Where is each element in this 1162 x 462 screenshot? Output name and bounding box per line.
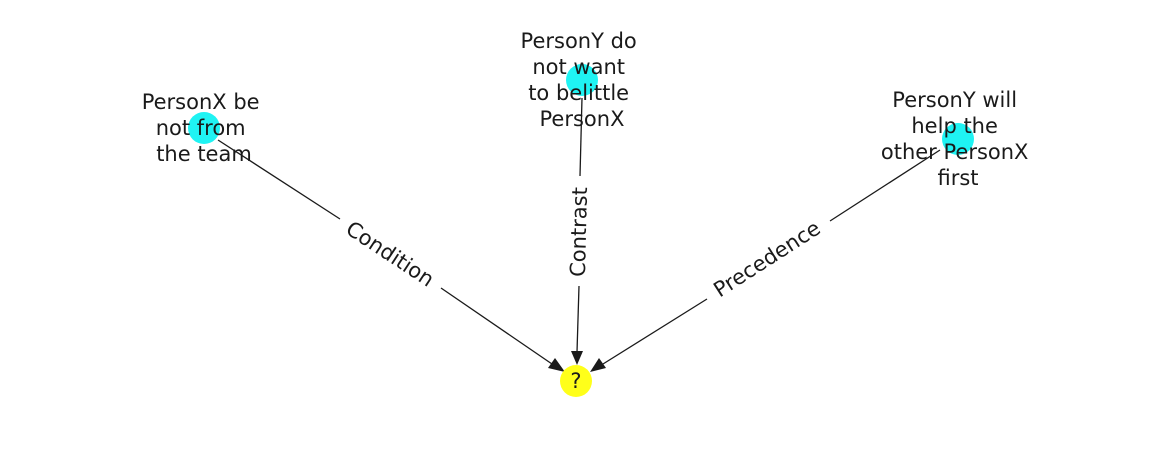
node-label-line: ? xyxy=(570,369,581,393)
node-circle-n2 xyxy=(566,64,598,96)
node-circle-target xyxy=(560,365,592,397)
edge-contrast xyxy=(571,97,583,365)
edge-condition xyxy=(217,139,565,372)
node-label-line: not from xyxy=(156,116,246,140)
arrowhead-precedence xyxy=(590,358,606,372)
node-label-line: the team xyxy=(156,142,252,166)
node-label-line: not want xyxy=(532,55,625,79)
edge-label-precedence: Precedence xyxy=(709,216,824,302)
node-label-line: other PersonX xyxy=(881,140,1029,164)
edge-line-precedence xyxy=(829,149,941,222)
edge-line-contrast xyxy=(579,97,583,177)
edge-line-contrast xyxy=(576,285,580,353)
node-label-line: PersonY will xyxy=(892,88,1017,112)
arrowhead-contrast xyxy=(571,351,583,365)
edge-line-condition xyxy=(440,287,553,365)
node-label-line: first xyxy=(937,166,978,190)
node-label-line: PersonX xyxy=(540,107,625,131)
node-label-n2: PersonY do not want to belittle PersonX xyxy=(521,29,644,131)
node-label-line: to belittle xyxy=(528,81,629,105)
edge-label-condition: Condition xyxy=(342,216,439,291)
node-label-target: ? xyxy=(570,369,581,393)
node-label-line: PersonY do xyxy=(521,29,637,53)
edge-precedence xyxy=(590,149,941,372)
node-label-line: help the xyxy=(911,114,998,138)
node-label-line: PersonX be xyxy=(142,90,260,114)
edge-line-condition xyxy=(217,139,341,220)
node-label-n3: PersonY will help the other PersonX firs… xyxy=(881,88,1035,190)
edge-line-precedence xyxy=(602,298,708,365)
node-label-n1: PersonX be not from the team xyxy=(142,90,267,166)
node-circle-n3 xyxy=(942,123,974,155)
node-circle-n1 xyxy=(188,112,220,144)
arrowhead-condition xyxy=(548,358,565,372)
edge-label-contrast: Contrast xyxy=(566,187,592,277)
